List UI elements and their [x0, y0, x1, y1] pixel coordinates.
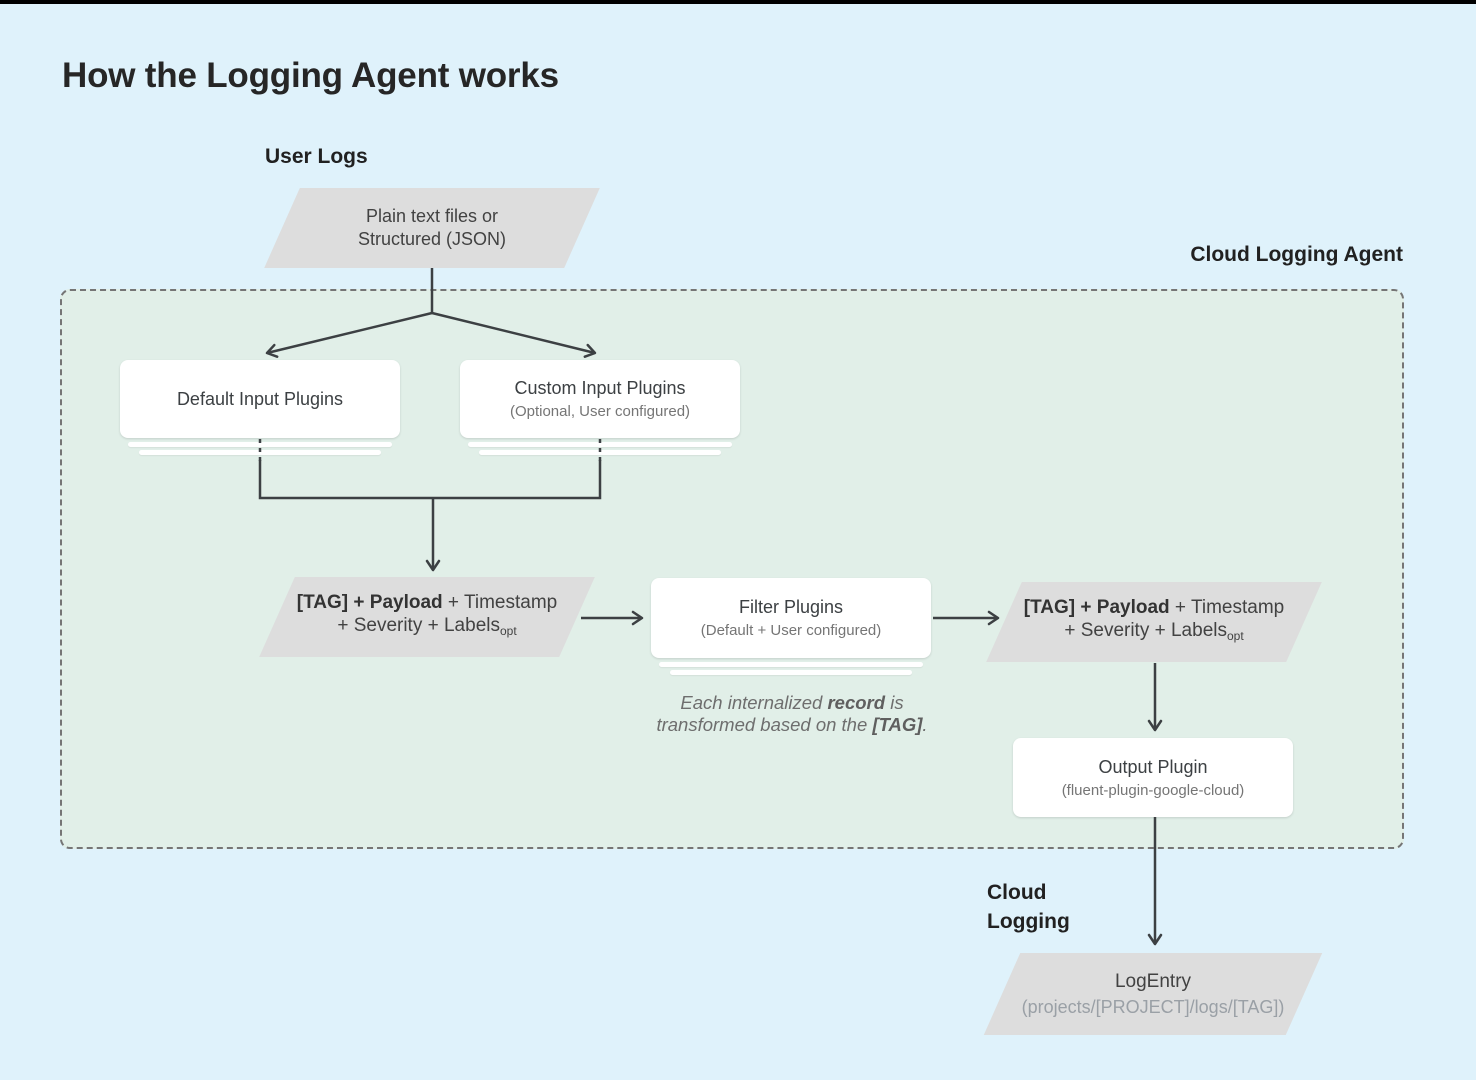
log-record-right-line2: + Severity + Labelsopt [1064, 619, 1243, 648]
custom-input-stack-line-1 [468, 442, 732, 447]
label-user-logs: User Logs [265, 145, 368, 168]
custom-input-stack-line-2 [479, 450, 721, 455]
log-record-right-line2-text: + Severity + Labels [1064, 620, 1227, 641]
filter-subtitle: (Default + User configured) [700, 622, 882, 639]
node-log-record-right: [TAG] + Payload + Timestamp + Severity +… [986, 582, 1322, 662]
node-output-plugin: Output Plugin (fluent-plugin-google-clou… [1013, 738, 1293, 817]
log-record-left-bold: [TAG] + Payload [296, 592, 443, 613]
user-logs-line2: Structured (JSON) [357, 229, 507, 249]
log-entry-text: LogEntry (projects/[PROJECT]/logs/[TAG]) [1002, 953, 1304, 1035]
user-logs-line1: Plain text files or [365, 206, 499, 226]
output-title: Output Plugin [1098, 756, 1208, 777]
log-entry-title: LogEntry [1114, 970, 1192, 992]
log-record-left-text: [TAG] + Payload + Timestamp + Severity +… [277, 577, 577, 657]
log-record-left-line2-text: + Severity + Labels [337, 615, 500, 636]
node-filter-plugins: Filter Plugins (Default + User configure… [651, 578, 931, 658]
log-entry-subtitle: (projects/[PROJECT]/logs/[TAG]) [1021, 996, 1285, 1017]
user-logs-text: Plain text files or Structured (JSON) [282, 188, 582, 268]
default-input-stack-line-2 [139, 450, 381, 455]
node-custom-input-plugins: Custom Input Plugins (Optional, User con… [460, 360, 740, 438]
caption-part3: . [922, 714, 928, 735]
log-record-right-text: [TAG] + Payload + Timestamp + Severity +… [1004, 582, 1304, 662]
log-record-right-rest: + Timestamp [1169, 597, 1285, 618]
caption-bold2: [TAG] [872, 714, 923, 735]
node-default-input-plugins: Default Input Plugins [120, 360, 400, 438]
log-record-left-subscript: opt [499, 624, 517, 638]
custom-input-subtitle: (Optional, User configured) [509, 403, 691, 420]
log-record-left-rest: + Timestamp [442, 592, 558, 613]
caption-part1: Each internalized [680, 692, 828, 713]
filter-caption: Each internalized record is transformed … [632, 692, 952, 736]
filter-title: Filter Plugins [738, 597, 844, 617]
caption-part2: is transformed based on the [656, 692, 904, 735]
node-user-logs-input: Plain text files or Structured (JSON) [264, 188, 600, 268]
window-top-edge [0, 0, 1476, 4]
default-input-stack-line-1 [128, 442, 392, 447]
filter-stack-line-1 [659, 662, 923, 667]
log-record-left-line2: + Severity + Labelsopt [337, 614, 516, 643]
label-cloud-logging-agent: Cloud Logging Agent [1190, 243, 1403, 266]
log-record-left-line1: [TAG] + Payload + Timestamp [297, 591, 557, 614]
log-record-right-line1: [TAG] + Payload + Timestamp [1024, 596, 1284, 619]
label-cloud-logging: Cloud Logging [987, 881, 1070, 933]
custom-input-title: Custom Input Plugins [514, 378, 686, 398]
output-subtitle: (fluent-plugin-google-cloud) [1061, 781, 1245, 799]
default-input-title: Default Input Plugins [176, 388, 344, 409]
filter-stack-line-2 [670, 670, 912, 675]
log-record-right-subscript: opt [1226, 629, 1244, 643]
page-title: How the Logging Agent works [62, 56, 559, 95]
caption-bold1: record [827, 692, 886, 713]
log-record-right-bold: [TAG] + Payload [1023, 597, 1170, 618]
node-log-record-left: [TAG] + Payload + Timestamp + Severity +… [259, 577, 595, 657]
node-log-entry: LogEntry (projects/[PROJECT]/logs/[TAG]) [983, 953, 1323, 1035]
